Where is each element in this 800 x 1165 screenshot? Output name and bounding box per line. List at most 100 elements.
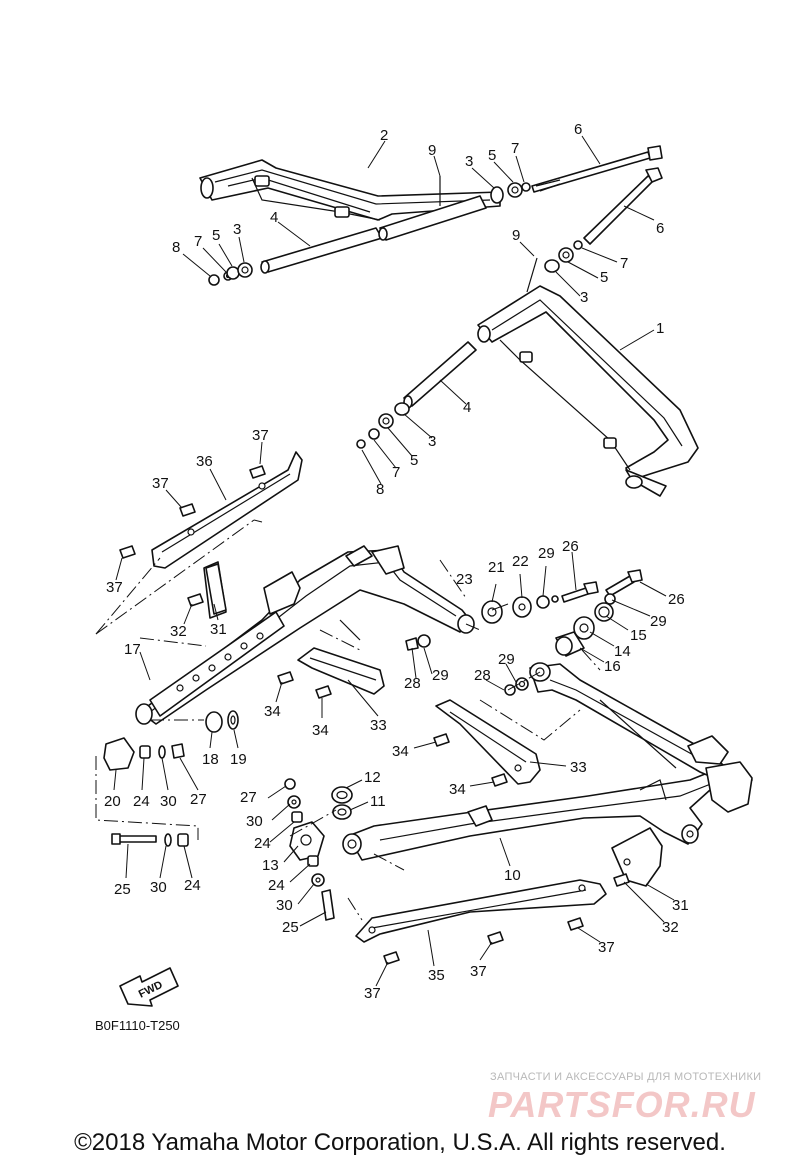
callout: 25 [114,881,131,898]
callout: 22 [512,553,529,570]
callout: 35 [428,967,445,984]
callout: 3 [580,289,588,306]
callout: 34 [264,703,281,720]
callout: 34 [392,743,409,760]
bolts-37-upper [119,465,266,559]
callout: 36 [196,453,213,470]
callout: 5 [410,452,418,469]
rear-arm-10 [342,662,753,861]
bolts-37-lower [383,917,584,965]
callout: 29 [538,545,555,562]
callout: 1 [656,320,664,337]
bolt-6-lower [583,167,663,245]
callout: 37 [152,475,169,492]
callout: 37 [252,427,269,444]
callout: 28 [474,667,491,684]
callout: 34 [312,722,329,739]
callout: 8 [376,481,384,498]
callout-labels: 2 9 3 5 7 6 6 8 7 5 3 4 9 5 7 3 1 4 3 5 … [104,121,689,1002]
callout: 34 [449,781,466,798]
upper-arm-2 [199,159,501,221]
bolts-34 [277,671,508,787]
callout: 26 [668,591,685,608]
callout: 30 [246,813,263,830]
callout: 21 [488,559,505,576]
callout: 24 [133,793,150,810]
callout: 13 [262,857,279,874]
callout: 37 [364,985,381,1002]
callout: 11 [370,793,386,810]
nuts-28-29 [405,634,529,696]
diagram-code: B0F1110-T250 [95,1018,180,1033]
callout: 17 [124,641,141,658]
callout: 32 [170,623,187,640]
callout: 5 [488,147,496,164]
callout: 9 [512,227,520,244]
fwd-arrow-icon: FWD [119,967,179,1007]
callout: 37 [106,579,123,596]
callout: 6 [656,220,664,237]
callout: 4 [270,209,278,226]
callout: 9 [428,142,436,159]
rear-arm-17 [135,545,475,725]
watermark-brand: PARTSFOR.RU [488,1084,756,1125]
callout: 24 [254,835,271,852]
callout: 7 [392,464,400,481]
callout: 33 [370,717,387,734]
callout: 28 [404,675,421,692]
bolt-6-upper [531,145,663,193]
callout: 6 [574,121,582,138]
leader-lines [113,135,675,987]
assembly-center-lines [95,519,601,921]
callout: 5 [600,269,608,286]
pivot-parts-left [103,710,239,847]
bolts-26 [561,569,643,603]
callout: 14 [614,643,631,660]
callout: 30 [150,879,167,896]
watermark-tagline: ЗАПЧАСТИ И АКСЕССУАРЫ ДЛЯ МОТОТЕХНИКИ [490,1071,762,1083]
guard-33-lower [435,699,541,785]
bushings-lower-arm-front [356,402,410,449]
callout: 37 [470,963,487,980]
callout: 19 [230,751,247,768]
bushings-lower-arm-rear [544,240,583,273]
callout: 2 [380,127,388,144]
callout: 5 [212,227,220,244]
callout: 30 [160,793,177,810]
bracket-31-upper [205,563,227,615]
callout: 31 [672,897,689,914]
guard-35 [355,879,607,943]
callout: 31 [210,621,227,638]
callout: 8 [172,239,180,256]
lower-arm-1 [477,257,699,497]
callout: 29 [498,651,515,668]
guard-36 [151,451,303,569]
guard-33-upper [297,647,385,695]
callout: 29 [432,667,449,684]
callout: 7 [194,233,202,250]
callout: 33 [570,759,587,776]
callout: 37 [598,939,615,956]
bracket-31-lower [611,827,663,887]
callout: 23 [456,571,473,588]
callout: 20 [104,793,121,810]
callout: 27 [240,789,257,806]
callout: 7 [620,255,628,272]
callout: 3 [428,433,436,450]
callout: 25 [282,919,299,936]
pivot-shaft-4-upper [260,195,487,274]
bushings-14-16 [555,616,595,657]
exploded-parts-diagram: FWD [95,121,753,1007]
bushings-rear-arm-pivot [481,595,559,624]
callout: 3 [465,153,473,170]
callout: 27 [190,791,207,808]
washers-15-29 [594,593,616,622]
callout: 4 [463,399,471,416]
callout: 30 [276,897,293,914]
callout: 29 [650,613,667,630]
callout: 12 [364,769,381,786]
callout: 26 [562,538,579,555]
callout: 18 [202,751,219,768]
bushings-upper-front [208,262,253,286]
callout: 7 [511,140,519,157]
